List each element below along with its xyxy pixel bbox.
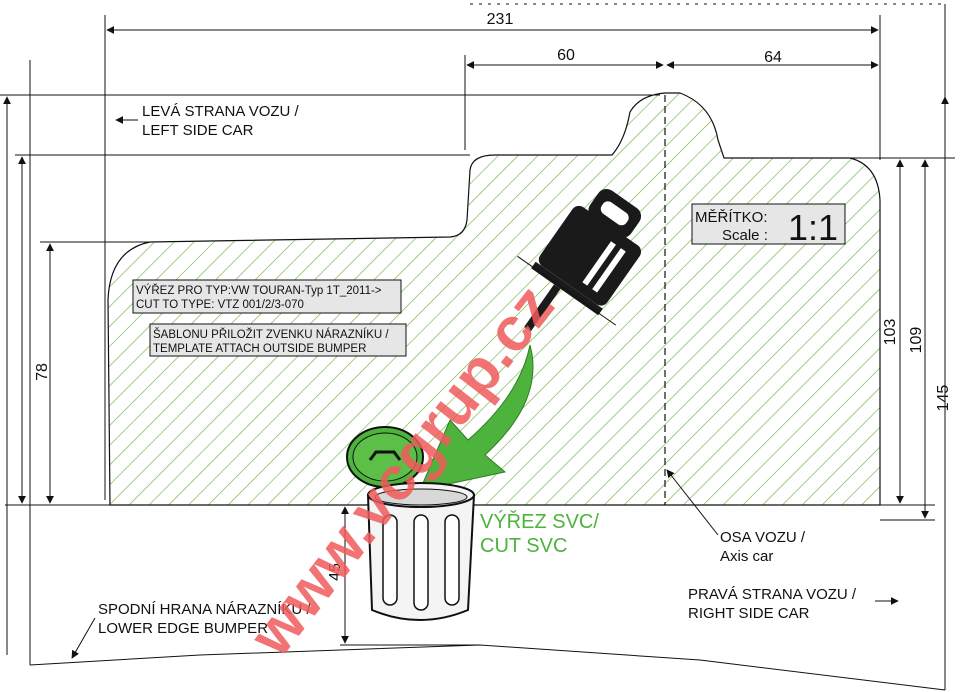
right-side-en: RIGHT SIDE CAR: [688, 605, 810, 622]
dim-bumper-offset: 45: [327, 563, 344, 581]
template-info-box: ŠABLONU PŘILOŽIT ZVENKU NÁRAZNÍKU / TEMP…: [149, 323, 407, 357]
trash-bin-icon: [346, 426, 476, 621]
left-side-cz: LEVÁ STRANA VOZU /: [142, 103, 300, 120]
right-side-cz: PRAVÁ STRANA VOZU /: [688, 586, 857, 603]
left-side-en: LEFT SIDE CAR: [142, 122, 254, 139]
left-side-label: LEVÁ STRANA VOZU / LEFT SIDE CAR: [115, 103, 300, 139]
axis-label-cz: OSA VOZU /: [720, 529, 806, 546]
dim-right-section: 60: [557, 47, 575, 64]
cutout-label-en: CUT SVC: [480, 535, 567, 557]
cut-arrow: [419, 344, 534, 491]
type-line-2: CUT TO TYPE: VTZ 001/2/3-070: [136, 299, 304, 311]
scale-label-cz: MĚŘÍTKO:: [695, 209, 768, 226]
lower-edge-leader: [71, 617, 96, 659]
axis-label-en: Axis car: [720, 548, 773, 565]
dim-height-145: 145: [935, 385, 952, 412]
dim-height-left: 78: [34, 363, 51, 381]
lower-edge-cz: SPODNÍ HRANA NÁRAZNÍKU /: [98, 601, 311, 618]
jigsaw-icon: [517, 188, 642, 332]
type-line-1: VÝŘEZ PRO TYP:VW TOURAN-Typ 1T_2011->: [136, 284, 382, 297]
template-line-1: ŠABLONU PŘILOŽIT ZVENKU NÁRAZNÍKU /: [153, 328, 389, 341]
axis-leader: [666, 469, 719, 536]
scale-box: MĚŘÍTKO: Scale : 1:1: [691, 203, 846, 248]
dim-height-109: 109: [908, 327, 925, 354]
dimension-lines: [0, 15, 955, 655]
dim-total-width: 231: [487, 11, 514, 28]
dim-height-103: 103: [882, 319, 899, 346]
scale-value: 1:1: [788, 207, 838, 248]
dim-far-right-section: 64: [764, 49, 782, 66]
lower-edge-en: LOWER EDGE BUMPER: [98, 620, 268, 637]
cutout-shape: [107, 92, 881, 506]
scale-label-en: Scale :: [722, 227, 768, 244]
template-line-2: TEMPLATE ATTACH OUTSIDE BUMPER: [153, 343, 366, 355]
cutout-label-cz: VÝŘEZ SVC/: [480, 510, 599, 533]
type-info-box: VÝŘEZ PRO TYP:VW TOURAN-Typ 1T_2011-> CU…: [132, 279, 402, 314]
